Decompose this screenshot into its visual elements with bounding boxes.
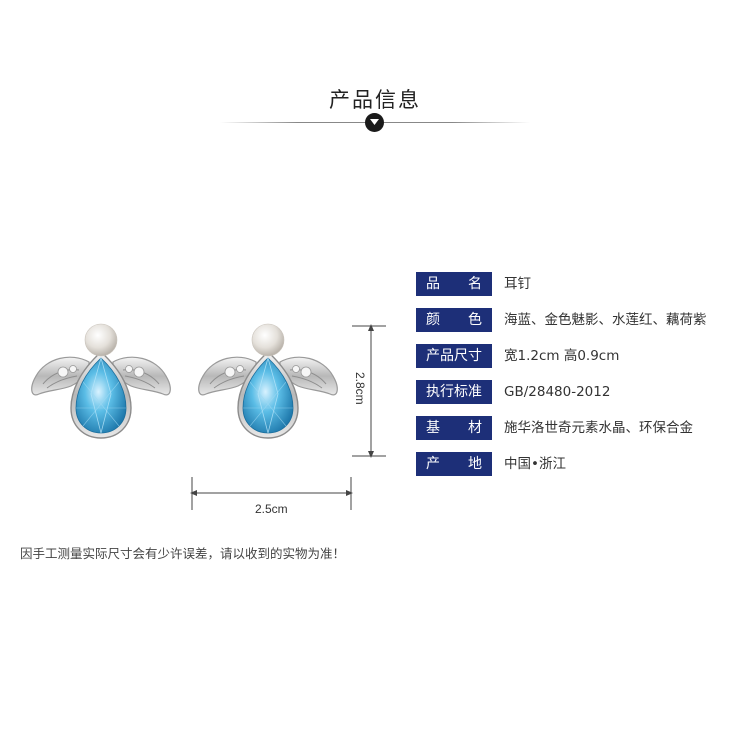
spec-value: 海蓝、金色魅影、水莲红、藕荷紫 [504, 312, 707, 328]
spec-label: 基 材 [416, 416, 492, 440]
chevron-down-icon [370, 119, 379, 125]
spec-value: 施华洛世奇元素水晶、环保合金 [504, 420, 693, 436]
spec-label: 产品尺寸 [416, 344, 492, 368]
spec-label: 执行标准 [416, 380, 492, 404]
spec-value: 中国•浙江 [504, 456, 566, 472]
spec-label: 产 地 [416, 452, 492, 476]
section-title: 产品信息 [329, 88, 421, 112]
spec-label: 品 名 [416, 272, 492, 296]
title-marker [365, 113, 384, 132]
width-dimension-label: 2.5cm [255, 502, 288, 516]
measurement-note: 因手工测量实际尺寸会有少许误差，请以收到的实物为准！ [20, 546, 346, 561]
spec-value: GB/28480-2012 [504, 384, 611, 400]
height-dimension-label: 2.8cm [353, 372, 367, 405]
spec-value: 宽1.2cm 高0.9cm [504, 348, 620, 364]
spec-value: 耳钉 [504, 276, 531, 292]
spec-label: 颜 色 [416, 308, 492, 332]
